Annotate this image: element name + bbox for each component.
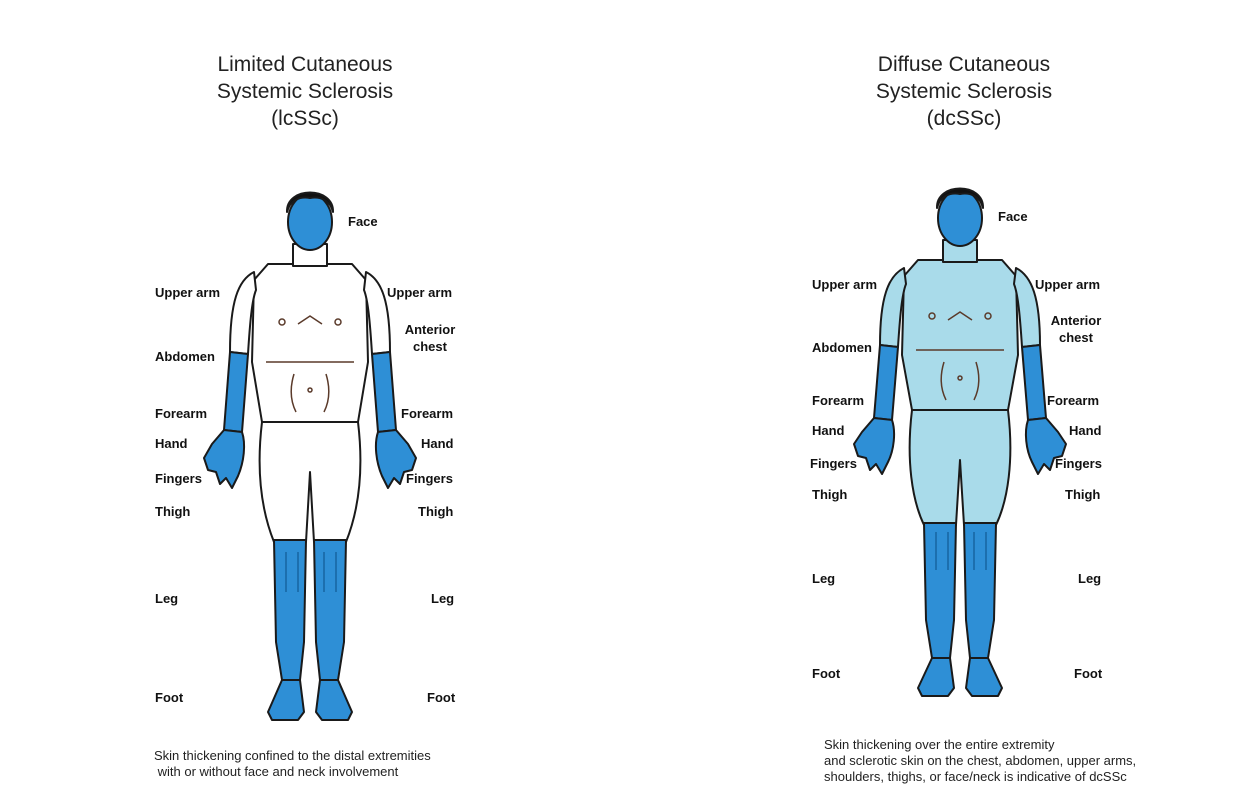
label-forearm-left: Forearm <box>155 406 207 421</box>
title-line-2: Systemic Sclerosis <box>155 78 455 105</box>
caption-line-3: shoulders, thighs, or face/neck is indic… <box>824 769 1136 785</box>
body-figure-limited <box>190 172 430 727</box>
caption-line-2: and sclerotic skin on the chest, abdomen… <box>824 753 1136 769</box>
title-line-2: Systemic Sclerosis <box>814 78 1114 105</box>
title-line-3: (dcSSc) <box>814 105 1114 132</box>
forearm-right-side <box>874 345 898 420</box>
label-hand-right: Hand <box>1069 423 1102 438</box>
label-hand-left: Hand <box>155 436 188 451</box>
label-forearm-left: Forearm <box>812 393 864 408</box>
foot-left-side <box>966 658 1002 696</box>
label-leg-right: Leg <box>1078 571 1101 586</box>
label-foot-left: Foot <box>155 690 183 705</box>
label-fingers-left: Fingers <box>810 456 857 471</box>
leg-left-side <box>314 540 346 680</box>
title-line-1: Diffuse Cutaneous <box>814 51 1114 78</box>
leg-left-side <box>964 523 996 658</box>
label-abdomen: Abdomen <box>812 340 872 355</box>
diffuse-cutaneous-panel: Diffuse Cutaneous Systemic Sclerosis (dc… <box>626 0 1253 793</box>
label-face: Face <box>998 209 1028 224</box>
forearm-left-side <box>1022 345 1046 420</box>
label-face: Face <box>348 214 378 229</box>
label-upper-arm-left: Upper arm <box>155 285 220 300</box>
panel-title: Diffuse Cutaneous Systemic Sclerosis (dc… <box>814 51 1114 132</box>
caption-line-1: Skin thickening confined to the distal e… <box>154 748 431 764</box>
leg-right-side <box>924 523 956 658</box>
label-thigh-right: Thigh <box>1065 487 1100 502</box>
label-forearm-right: Forearm <box>1047 393 1099 408</box>
caption: Skin thickening confined to the distal e… <box>154 748 431 780</box>
foot-right-side <box>268 680 304 720</box>
title-line-1: Limited Cutaneous <box>155 51 455 78</box>
title-line-3: (lcSSc) <box>155 105 455 132</box>
foot-left-side <box>316 680 352 720</box>
label-fingers-left: Fingers <box>155 471 202 486</box>
label-foot-right: Foot <box>1074 666 1102 681</box>
forearm-right-side <box>224 352 248 432</box>
label-fingers-right: Fingers <box>1055 456 1102 471</box>
label-anterior-chest: Anterior chest <box>1046 312 1106 346</box>
label-upper-arm-right: Upper arm <box>1035 277 1100 292</box>
thighs <box>910 410 1011 525</box>
label-foot-right: Foot <box>427 690 455 705</box>
label-thigh-right: Thigh <box>418 504 453 519</box>
label-hand-right: Hand <box>421 436 454 451</box>
label-hand-left: Hand <box>812 423 845 438</box>
face <box>288 194 332 250</box>
label-leg-left: Leg <box>812 571 835 586</box>
label-anterior-chest: Anterior chest <box>400 321 460 355</box>
forearm-left-side <box>372 352 396 432</box>
leg-right-side <box>274 540 306 680</box>
thighs <box>260 422 361 542</box>
panel-title: Limited Cutaneous Systemic Sclerosis (lc… <box>155 51 455 132</box>
label-fingers-right: Fingers <box>406 471 453 486</box>
body-figure-diffuse <box>840 170 1080 702</box>
caption-line-1: Skin thickening over the entire extremit… <box>824 737 1136 753</box>
label-foot-left: Foot <box>812 666 840 681</box>
hand-right-side <box>854 418 894 474</box>
caption-line-2: with or without face and neck involvemen… <box>154 764 431 780</box>
label-thigh-left: Thigh <box>812 487 847 502</box>
label-abdomen: Abdomen <box>155 349 215 364</box>
label-forearm-right: Forearm <box>401 406 453 421</box>
face <box>938 190 982 246</box>
label-upper-arm-right: Upper arm <box>387 285 452 300</box>
label-upper-arm-left: Upper arm <box>812 277 877 292</box>
label-thigh-left: Thigh <box>155 504 190 519</box>
label-leg-left: Leg <box>155 591 178 606</box>
caption: Skin thickening over the entire extremit… <box>824 737 1136 785</box>
limited-cutaneous-panel: Limited Cutaneous Systemic Sclerosis (lc… <box>0 0 626 793</box>
hand-right-side <box>204 430 244 488</box>
foot-right-side <box>918 658 954 696</box>
label-leg-right: Leg <box>431 591 454 606</box>
